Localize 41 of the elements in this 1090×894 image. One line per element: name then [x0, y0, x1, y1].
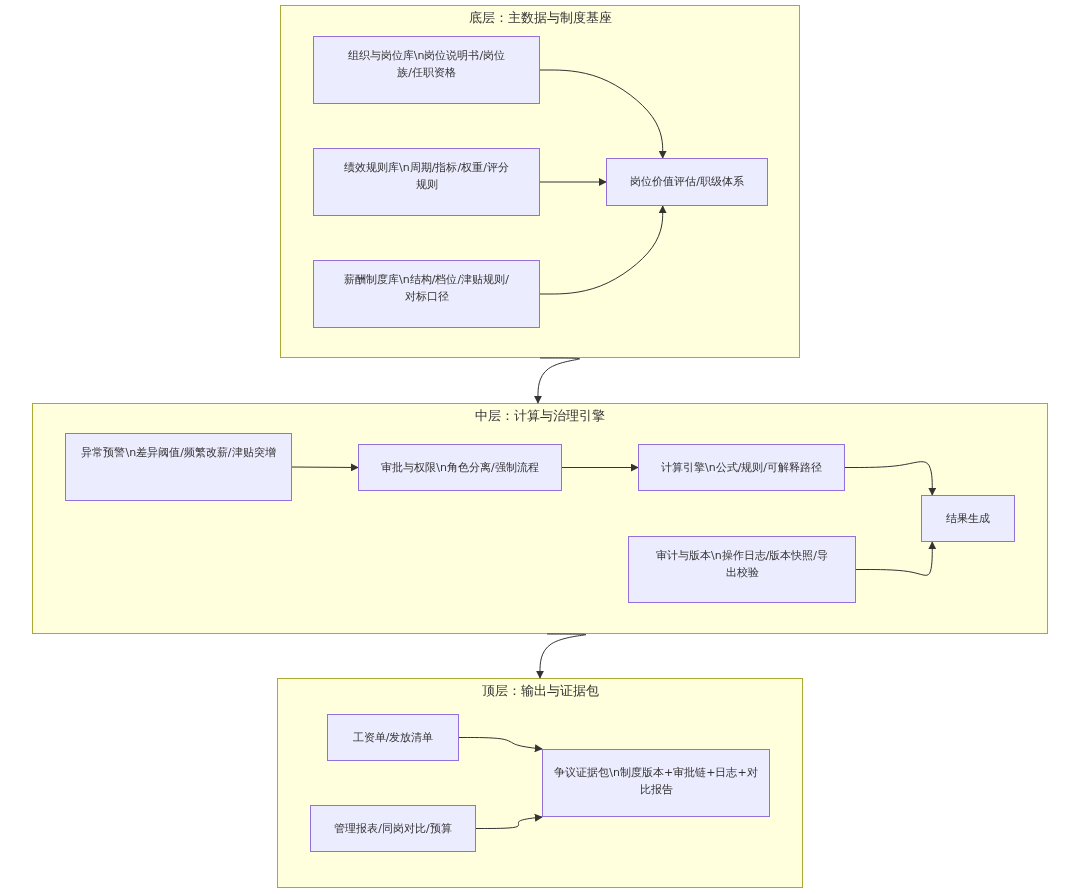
arrow	[855, 541, 937, 576]
arrow	[561, 463, 639, 472]
arrow	[458, 737, 543, 753]
process-box	[313, 260, 540, 328]
box-label: 薪酬制度库\n结构/档位/津贴规则/对标口径	[343, 272, 510, 305]
arrow	[291, 463, 359, 472]
process-box	[542, 749, 770, 817]
arrow	[844, 461, 937, 496]
box-label: 管理报表/同岗对比/预算	[333, 821, 453, 837]
arrow	[536, 633, 587, 679]
arrow	[539, 69, 667, 159]
box-label: 组织与岗位库\n岗位说明书/岗位族/任职资格	[346, 48, 507, 81]
layer-title: 底层：主数据与制度基座	[468, 9, 612, 27]
process-box	[313, 148, 540, 216]
box-label: 异常预警\n差异阈值/频繁改薪/津贴突增	[80, 445, 277, 461]
process-box	[606, 158, 768, 206]
box-label: 绩效规则库\n周期/指标/权重/评分规则	[343, 160, 510, 193]
box-label: 工资单/发放清单	[351, 730, 435, 746]
layer-title: 中层：计算与治理引擎	[475, 407, 605, 425]
arrow	[539, 205, 667, 295]
layer-panel	[32, 403, 1048, 634]
process-box	[327, 714, 459, 761]
arrow	[533, 357, 581, 404]
box-label: 结果生成	[945, 511, 991, 527]
process-box	[358, 444, 562, 491]
process-box	[65, 433, 292, 501]
layer-panel	[277, 678, 803, 888]
box-label: 计算引擎\n公式/规则/可解释路径	[659, 460, 824, 476]
box-label: 审批与权限\n角色分离/强制流程	[380, 460, 540, 476]
box-label: 岗位价值评估/职级体系	[629, 174, 745, 190]
box-label: 审计与版本\n操作日志/版本快照/导出校验	[654, 548, 830, 581]
process-box	[310, 805, 476, 852]
layer-title: 顶层：输出与证据包	[481, 682, 599, 700]
process-box	[313, 36, 540, 104]
box-label: 争议证据包\n制度版本+审批链+日志+对比报告	[553, 765, 759, 798]
process-box	[921, 495, 1015, 542]
arrow	[539, 178, 607, 186]
process-box	[628, 536, 856, 603]
arrow	[475, 813, 543, 829]
layer-panel	[280, 5, 800, 358]
process-box	[638, 444, 845, 491]
